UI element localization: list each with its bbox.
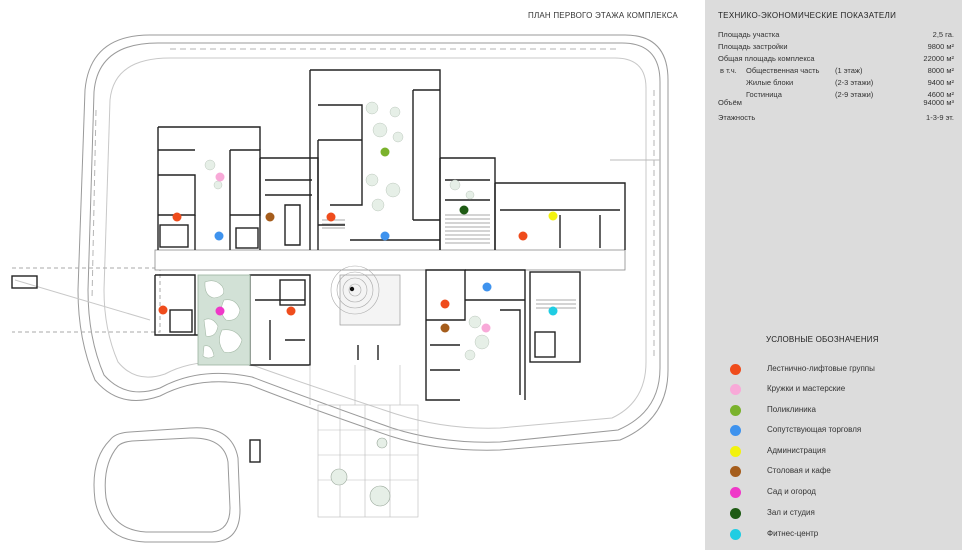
legend-dot (730, 487, 741, 498)
plan-title: ПЛАН ПЕРВОГО ЭТАЖА КОМПЛЕКСА (528, 11, 678, 20)
info-panel: ТЕХНИКО-ЭКОНОМИЧЕСКИЕ ПОКАЗАТЕЛИ Площадь… (705, 0, 962, 550)
indicator-label: Общая площадь комплекса (718, 54, 815, 63)
legend-item-clinic: Поликлиника (730, 404, 950, 418)
indicator-value: 9800 м² (927, 42, 954, 51)
indicators-title: ТЕХНИКО-ЭКОНОМИЧЕСКИЕ ПОКАЗАТЕЛИ (718, 11, 897, 20)
legend-label: Лестнично-лифтовые группы (767, 364, 875, 373)
indicator-value: 94000 м³ (923, 98, 954, 107)
indicator-label: Гостиница (746, 90, 782, 99)
legend-label: Фитнес-центр (767, 529, 819, 538)
indicator-row-total-area: Общая площадь комплекса 22000 м² (718, 54, 954, 65)
indicator-row-floors: Этажность 1-3-9 эт. (718, 113, 954, 124)
indicator-row-public-part: в т.ч. Общественная часть (1 этаж) 8000 … (718, 66, 954, 77)
indicator-value: 1-3-9 эт. (926, 113, 954, 122)
legend-label: Столовая и кафе (767, 466, 831, 475)
indicator-row-site-area: Площадь участка 2,5 га. (718, 30, 954, 41)
legend-dot (730, 466, 741, 477)
legend-item-hall: Зал и студия (730, 507, 950, 521)
legend-label: Поликлиника (767, 405, 816, 414)
legend-item-workshops: Кружки и мастерские (730, 383, 950, 397)
indicator-value: 8000 м² (927, 66, 954, 75)
indicator-label: Площадь участка (718, 30, 780, 39)
legend-dot (730, 364, 741, 375)
indicator-prefix: в т.ч. (720, 66, 737, 75)
indicator-value: 4600 м² (927, 90, 954, 99)
legend-dot (730, 425, 741, 436)
legend-dot (730, 405, 741, 416)
indicator-row-hotel: Гостиница (2-9 этажи) 4600 м² (718, 90, 954, 101)
legend-item-retail: Сопутствующая торговля (730, 424, 950, 438)
legend-item-garden: Сад и огород (730, 486, 950, 500)
indicator-value: 22000 м² (923, 54, 954, 63)
legend-dot (730, 529, 741, 540)
indicator-label: Общественная часть (746, 66, 820, 75)
indicator-row-volume: Объём 94000 м³ (718, 98, 954, 109)
legend-title: УСЛОВНЫЕ ОБОЗНАЧЕНИЯ (766, 335, 879, 344)
legend-item-canteen: Столовая и кафе (730, 465, 950, 479)
legend-dot (730, 508, 741, 519)
indicator-label: Объём (718, 98, 742, 107)
legend-label: Сопутствующая торговля (767, 425, 862, 434)
indicator-note: (2-3 этажи) (835, 78, 874, 87)
indicator-note: (1 этаж) (835, 66, 863, 75)
legend-item-fitness: Фитнес-центр (730, 528, 950, 542)
floor-plan: ПЛАН ПЕРВОГО ЭТАЖА КОМПЛЕКСА (11, 11, 678, 543)
indicator-row-building-area: Площадь застройки 9800 м² (718, 42, 954, 53)
floor-plan-drawing (11, 34, 669, 543)
indicator-row-residential: Жилые блоки (2-3 этажи) 9400 м² (718, 78, 954, 89)
legend-item-stairs: Лестнично-лифтовые группы (730, 363, 950, 377)
indicator-value: 2,5 га. (932, 30, 954, 39)
legend-item-administration: Администрация (730, 445, 950, 459)
indicator-value: 9400 м² (927, 78, 954, 87)
legend-dot (730, 384, 741, 395)
legend-label: Зал и студия (767, 508, 815, 517)
legend-dot (730, 446, 741, 457)
indicator-label: Площадь застройки (718, 42, 788, 51)
indicator-label: Жилые блоки (746, 78, 794, 87)
indicator-note: (2-9 этажи) (835, 90, 874, 99)
indicator-label: Этажность (718, 113, 756, 122)
legend-label: Администрация (767, 446, 826, 455)
legend-label: Кружки и мастерские (767, 384, 846, 393)
legend-label: Сад и огород (767, 487, 816, 496)
